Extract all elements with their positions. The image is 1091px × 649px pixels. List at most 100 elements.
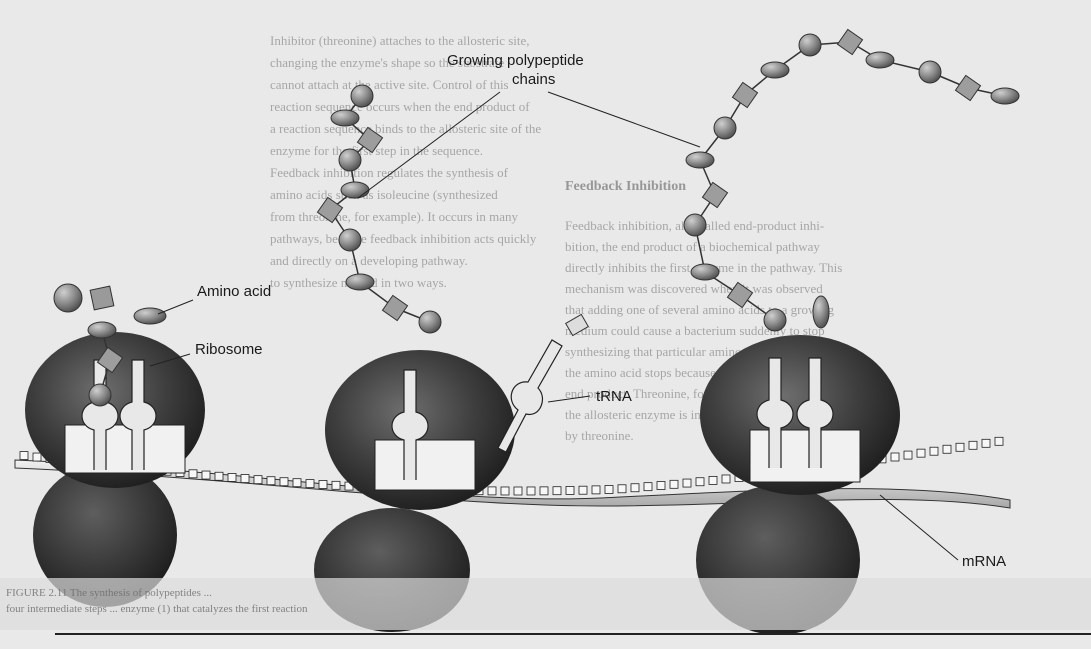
label-mrna: mRNA <box>962 553 1006 570</box>
codon-tick <box>565 486 575 495</box>
figure-caption: FIGURE 2.11 The synthesis of polypeptide… <box>0 578 1091 635</box>
label-chains: chains <box>512 71 555 88</box>
trna-shape <box>391 369 429 480</box>
background-text-line: by threonine. <box>565 428 634 443</box>
codon-tick <box>487 486 497 496</box>
amino-acid-square <box>316 196 344 224</box>
codon-tick <box>942 444 952 454</box>
amino-acid-bead <box>713 116 737 140</box>
trna-shape <box>756 357 794 468</box>
amino-acid-bead <box>88 383 112 407</box>
codon-tick <box>903 450 913 460</box>
codon-tick <box>604 485 614 494</box>
background-text-line: that adding one of several amino acids t… <box>565 302 834 317</box>
amino-acid-bead <box>338 228 362 252</box>
codon-tick <box>721 474 731 484</box>
amino-acid-square <box>954 74 982 102</box>
polypeptide-chains <box>87 28 1020 407</box>
codon-tick <box>188 469 198 479</box>
background-text-line: cannot attach at the active site. Contro… <box>270 77 509 92</box>
codon-tick <box>981 438 991 448</box>
label-ribosome: Ribosome <box>195 341 263 358</box>
incoming-trna-shape <box>497 339 563 453</box>
codon-tick <box>32 452 42 462</box>
codon-tick <box>578 485 588 495</box>
background-text-line: and directly on a developing pathway. <box>270 253 468 268</box>
amino-acid-bead <box>418 310 442 334</box>
codon-tick <box>955 442 965 452</box>
amino-acid-square <box>731 81 759 109</box>
codon-tick <box>695 477 705 487</box>
amino-acid-square <box>356 126 384 154</box>
amino-acid-oval <box>690 263 720 281</box>
amino-acid-bead <box>798 33 822 57</box>
codon-tick <box>682 478 692 488</box>
background-text-line: Feedback inhibition regulates the synthe… <box>270 165 509 180</box>
codon-tick <box>253 475 263 485</box>
codon-tick <box>968 440 978 450</box>
caption-line-2: four intermediate steps ... enzyme (1) t… <box>6 603 308 615</box>
codon-tick <box>19 451 29 460</box>
amino-acid-square <box>381 294 409 322</box>
amino-acid-oval <box>133 307 167 325</box>
amino-acid-oval <box>87 321 117 339</box>
trna-shape <box>119 359 157 470</box>
amino-acid-oval <box>340 181 370 199</box>
background-text-line: enzyme for the first step in the sequenc… <box>270 143 483 158</box>
codon-tick <box>708 475 718 485</box>
amino-acid-bead <box>338 148 362 172</box>
codon-tick <box>305 479 315 489</box>
codon-tick <box>656 481 666 490</box>
codon-tick <box>318 480 328 489</box>
free-amino-acids <box>53 283 830 337</box>
background-text-line: reaction sequence occurs when the end pr… <box>270 99 530 114</box>
leader-lines <box>149 91 959 561</box>
codon-tick <box>201 470 211 480</box>
codon-tick <box>552 486 562 496</box>
caption-line-1: FIGURE 2.11 The synthesis of polypeptide… <box>6 587 212 599</box>
amino-acid-bead <box>763 308 787 332</box>
codon-tick <box>539 486 549 496</box>
amino-acid-oval <box>330 109 360 127</box>
codon-tick <box>669 479 679 489</box>
background-text-line: changing the enzyme's shape so the subst… <box>270 55 504 70</box>
amino-acid-square <box>726 281 754 309</box>
codon-tick <box>916 448 926 458</box>
trna-shape <box>796 357 834 468</box>
label-trna: tRNA <box>596 388 632 405</box>
trna-molecules <box>81 339 834 480</box>
heading-feedback-inhibition: Feedback Inhibition <box>565 179 686 194</box>
amino-acid-bead <box>53 283 83 313</box>
amino-acid-oval <box>760 61 790 79</box>
codon-tick <box>292 478 302 488</box>
background-text-line: Inhibitor (threonine) attaches to the al… <box>270 33 530 48</box>
background-text-line: amino acids such as isoleucine (synthesi… <box>270 187 498 202</box>
codon-tick <box>331 480 341 490</box>
amino-acid-square <box>89 285 115 311</box>
codon-tick <box>279 477 289 487</box>
codon-tick <box>214 471 224 481</box>
background-text-line: the allosteric enzyme is inhibited <box>565 407 737 422</box>
amino-acid-oval <box>990 87 1020 105</box>
label-growing-polypeptide: Growing polypeptide <box>447 52 584 69</box>
codon-tick <box>630 483 640 493</box>
codon-tick <box>266 476 276 486</box>
background-text-line: medium could cause a bacterium suddenly … <box>565 323 825 338</box>
left-column-text: Inhibitor (threonine) attaches to the al… <box>270 33 541 290</box>
codon-tick <box>240 474 250 483</box>
amino-acid-bead <box>683 213 707 237</box>
label-amino-acid: Amino acid <box>197 283 271 300</box>
amino-acid-square <box>701 181 729 209</box>
codon-tick <box>617 484 627 494</box>
background-text-line: bition, the end product of a biochemical… <box>565 239 820 254</box>
codon-tick <box>591 485 601 495</box>
background-text-line: a reaction sequence binds to the alloste… <box>270 121 541 136</box>
amino-acid-oval <box>345 273 375 291</box>
codon-tick <box>929 446 939 456</box>
codon-tick <box>500 486 510 496</box>
codon-tick <box>513 486 523 496</box>
amino-acid-oval <box>685 151 715 169</box>
background-text: Feedback Inhibition Inhibitor (threonine… <box>270 33 842 443</box>
amino-acid-square <box>836 28 864 56</box>
